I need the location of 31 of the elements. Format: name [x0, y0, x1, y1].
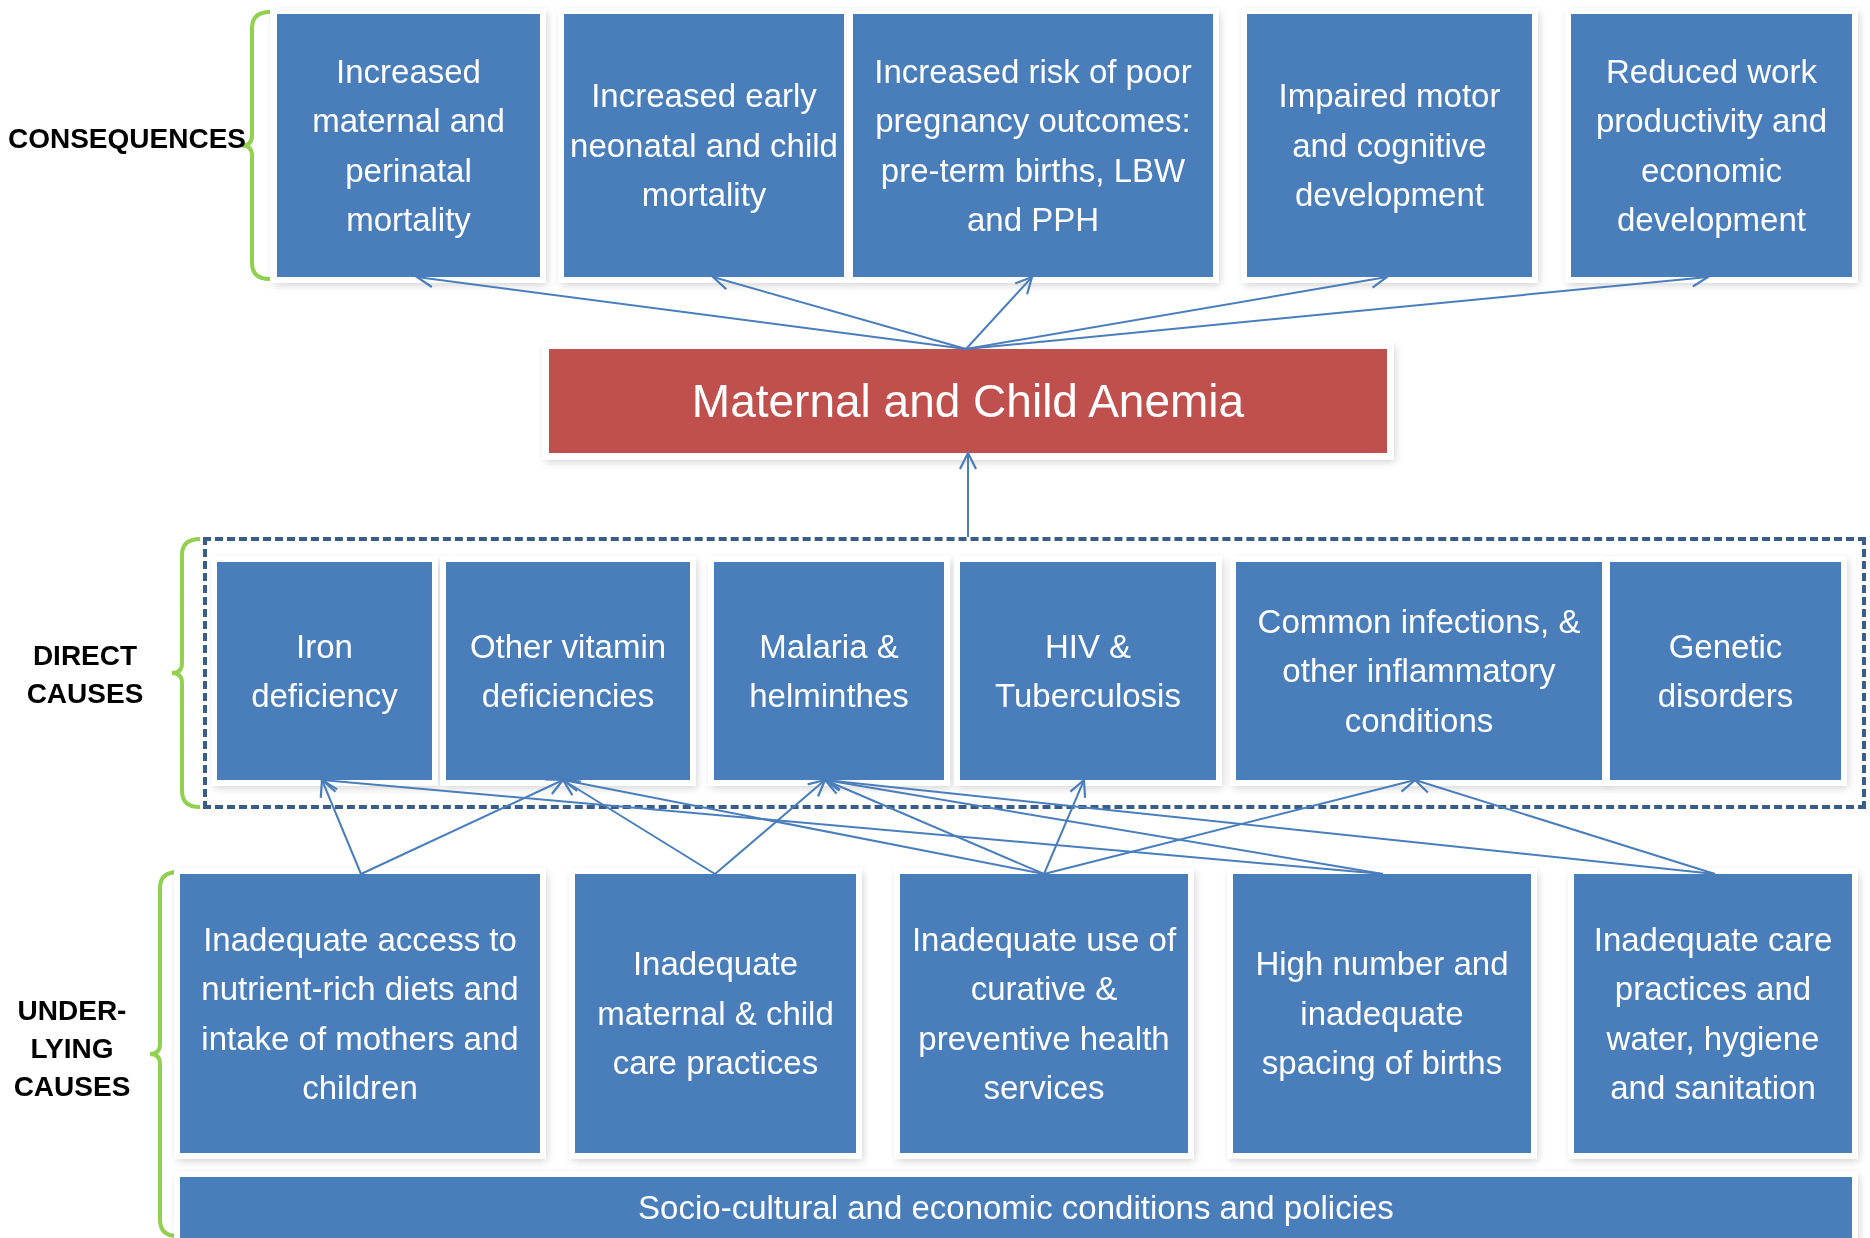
section-label: DIRECT CAUSES — [25, 639, 145, 711]
node-text: Reduced work productivity and economic development — [1594, 51, 1829, 240]
arrow — [360, 778, 565, 875]
node-text: Inadequate use of curative & preventive health services — [910, 919, 1178, 1108]
node-text: Common infections, & other inflammatory conditions — [1256, 601, 1582, 741]
node-text: High number and inadequate spacing of births — [1254, 944, 1510, 1084]
arrow — [714, 778, 827, 875]
node-text: Inadequate care practices and water, hygiene and sanitation — [1592, 919, 1834, 1108]
node-text: Increased early neonatal and child mortality — [569, 76, 839, 216]
node-text: Impaired motor and cognitive development — [1277, 76, 1502, 216]
arrow — [965, 275, 1034, 350]
arrow — [958, 451, 978, 538]
node-text: Malaria & helminthes — [748, 626, 910, 716]
node-text: Increased risk of poor pregnancy outcomes: pre-term births, LBW and PPH — [873, 51, 1193, 240]
arrow — [561, 778, 716, 875]
node-text: Other vitamin deficiencies — [468, 626, 668, 716]
node-text: HIV & Tuberculosis — [994, 626, 1182, 716]
arrow — [823, 777, 1045, 875]
section-label: UNDER- LYING CAUSES — [12, 994, 132, 1104]
arrow — [319, 778, 362, 875]
title-text: Maternal and Child Anemia — [690, 373, 1246, 429]
node-text: Socio-cultural and economic conditions and policies — [637, 1187, 1395, 1228]
section-label: CONSEQUENCES — [6, 122, 247, 156]
node-text: Inadequate maternal & child care practices — [596, 944, 835, 1084]
arrow — [1043, 778, 1087, 875]
dashed-group-frame — [203, 537, 1866, 809]
node-text: Iron deficiency — [250, 626, 399, 716]
arrow — [1413, 776, 1716, 875]
node-text: Inadequate access to nutrient-rich diets and intake of mothers and children — [200, 919, 520, 1108]
node-text: Increased maternal and perinatal mortality — [311, 51, 506, 240]
node-text: Genetic disorders — [1656, 626, 1795, 716]
